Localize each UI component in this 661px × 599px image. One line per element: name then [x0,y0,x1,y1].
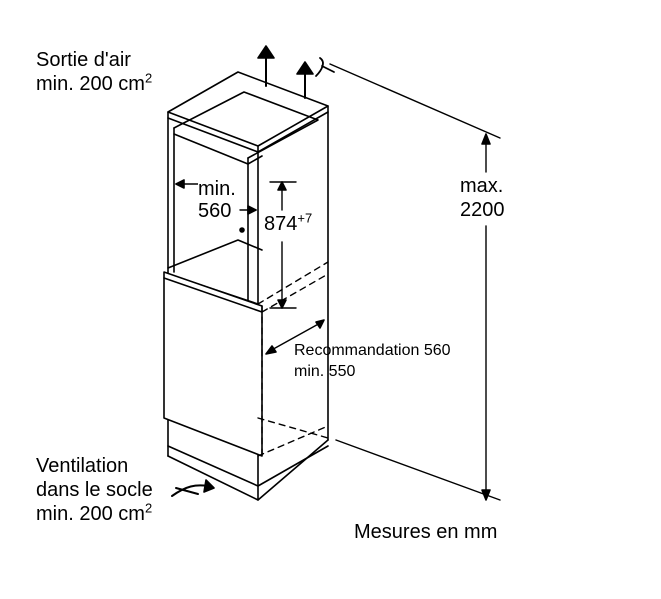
max-height-label: max. 2200 [460,174,505,222]
units-note: Mesures en mm [354,521,498,543]
air-outlet-sup: 2 [144,70,153,86]
ventilation-label-line1: Ventilation [36,455,129,477]
depth-label-line1: Recommandation 560 [294,342,451,359]
ventilation-label: Ventilation dans le socle min. 200 cm2 [36,454,153,526]
air-outlet-label-line1: Sortie d'air [36,49,131,71]
height-dimension [269,181,297,309]
ventilation-label-line2: dans le socle [36,479,153,501]
air-outlet-arrowhead-2 [296,61,314,75]
air-outlet-arrowhead-1 [257,45,275,59]
hidden-lines [257,261,329,457]
height-label: 874+7 [264,210,313,236]
appliance-panel [163,271,263,457]
plinth [167,445,329,487]
air-outlet-label-line2: min. 200 cm2 [36,70,153,95]
max-height-dimension [329,63,501,501]
niche-shelf [167,239,263,269]
width-label-line2: 560 [198,200,232,222]
ventilation-label-line3: min. 200 cm2 [36,500,153,525]
air-outlet-arrows [265,53,306,99]
depth-label-line2: min. 550 [294,363,356,380]
ventilation-sup: 2 [144,500,153,516]
air-outlet-label: Sortie d'air min. 200 cm2 [36,48,152,96]
plinth-vent-arrow [171,484,209,497]
niche-inner-top [173,91,319,159]
air-curl-icon [315,57,335,77]
height-sup: +7 [297,210,313,226]
depth-dimension [267,321,323,353]
depth-label: Recommandation 560 min. 550 [294,340,451,382]
max-height-label-line2: 2200 [460,199,505,221]
width-label: min. 560 [198,178,236,222]
width-label-line1: min. [198,178,236,200]
max-height-label-line1: max. [460,175,504,197]
